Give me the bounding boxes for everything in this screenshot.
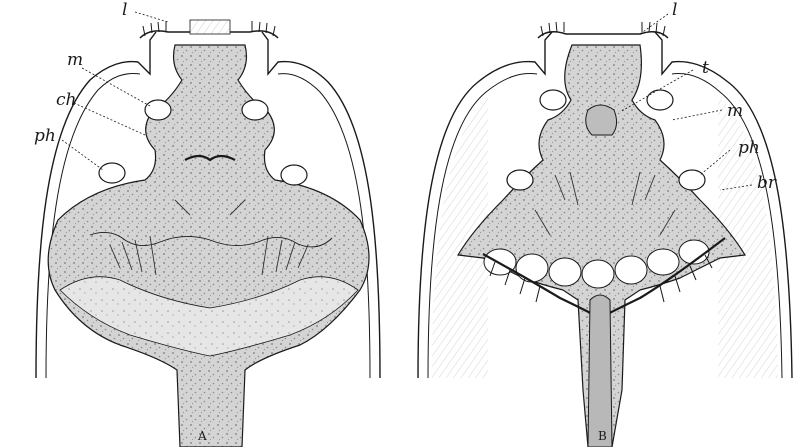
label-a-ph: ph bbox=[34, 128, 56, 145]
panel-a bbox=[36, 12, 380, 447]
label-b-l: l bbox=[672, 2, 677, 19]
label-b-ph: ph bbox=[738, 140, 760, 157]
label-a-ch: ch bbox=[56, 92, 76, 109]
label-a-m: m bbox=[67, 52, 83, 69]
label-a-l: l bbox=[122, 2, 127, 19]
label-b-m: m bbox=[727, 103, 743, 120]
panel-b bbox=[418, 14, 792, 447]
label-b-t: t bbox=[702, 60, 709, 77]
caption-a: A bbox=[198, 430, 208, 442]
pharynx-cavity-a bbox=[48, 45, 369, 447]
label-b-br: br bbox=[757, 175, 776, 192]
caption-b: B bbox=[598, 430, 608, 442]
